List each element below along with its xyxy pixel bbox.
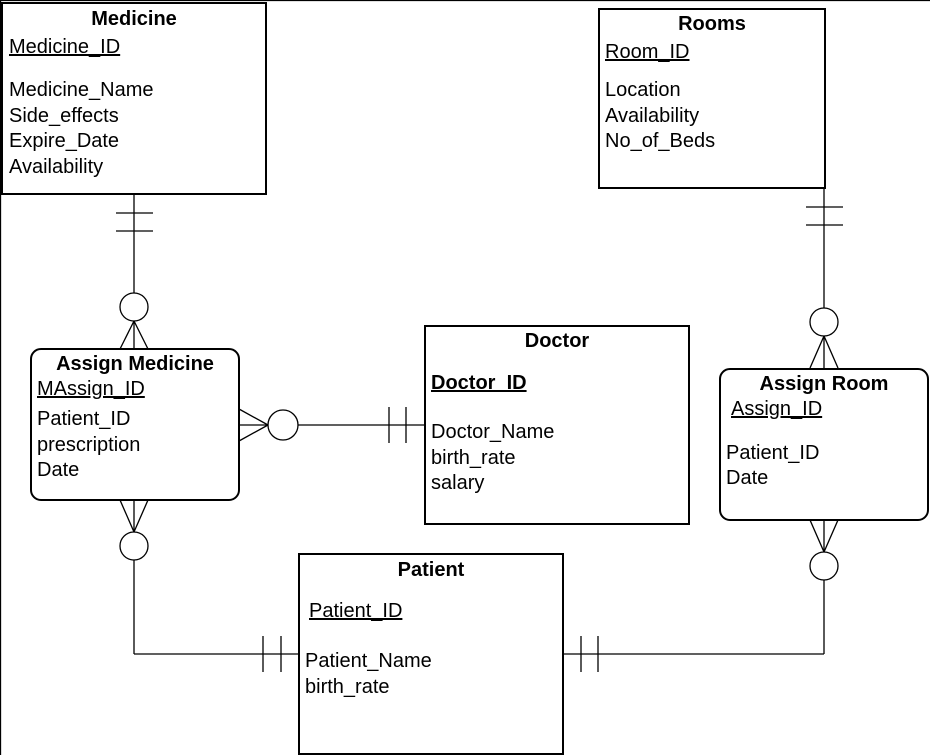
rooms-entity[interactable]: Rooms Room_ID Location Availability No_o… <box>598 8 826 189</box>
assign-room-crow-left <box>809 519 825 553</box>
rooms-attr: No_of_Beds <box>605 130 716 152</box>
patient-key: Patient_ID <box>309 600 403 622</box>
assign-room-entity[interactable]: Assign Room Assign_ID Patient_ID Date <box>719 368 929 521</box>
assign-medicine-attr: Date <box>37 459 80 481</box>
medicine-title: Medicine <box>91 8 177 30</box>
assign-room-bottom-circle <box>809 551 839 581</box>
medicine-attr: Side_effects <box>9 105 119 127</box>
assign-medicine-attr: Patient_ID <box>37 408 131 430</box>
doctor-title: Doctor <box>524 330 590 352</box>
medicine-key: Medicine_ID <box>9 36 121 58</box>
medicine-entity[interactable]: Medicine Medicine_ID Medicine_Name Side_… <box>1 2 267 195</box>
patient-title: Patient <box>397 559 465 581</box>
assign-medicine-key: MAssign_ID <box>37 378 145 400</box>
doctor-crow-top <box>238 408 269 426</box>
doctor-attr: salary <box>431 472 485 494</box>
rooms-crow-left <box>809 335 825 369</box>
rooms-attr: Availability <box>605 105 700 127</box>
assign-room-key: Assign_ID <box>731 398 823 420</box>
doctor-entity[interactable]: Doctor Doctor_ID Doctor_Name birth_rate … <box>424 325 690 525</box>
medicine-attr: Availability <box>9 156 104 178</box>
assign-room-title: Assign Room <box>759 373 889 395</box>
rooms-crow-right <box>823 335 839 369</box>
assign-medicine-crow-right <box>133 499 149 533</box>
medicine-crow-right <box>133 320 149 350</box>
rooms-title: Rooms <box>678 13 746 35</box>
assign-medicine-title: Assign Medicine <box>56 353 214 375</box>
patient-attr: Patient_Name <box>305 650 432 672</box>
patient-entity[interactable]: Patient Patient_ID Patient_Name birth_ra… <box>298 553 564 755</box>
assign-medicine-entity[interactable]: Assign Medicine MAssign_ID Patient_ID pr… <box>30 348 240 501</box>
rooms-zero-circle <box>809 307 839 337</box>
assign-medicine-crow-left <box>119 499 135 533</box>
medicine-attr: Medicine_Name <box>9 79 154 101</box>
assign-medicine-attr: prescription <box>37 434 141 456</box>
assign-room-crow-right <box>823 519 839 553</box>
doctor-zero-circle <box>267 409 299 441</box>
doctor-key: Doctor_ID <box>431 372 527 394</box>
assign-room-attr: Patient_ID <box>726 442 820 464</box>
patient-attr: birth_rate <box>305 676 390 698</box>
medicine-crow-left <box>119 320 135 350</box>
doctor-crow-bottom <box>238 424 269 442</box>
doctor-attr: birth_rate <box>431 447 516 469</box>
rooms-attr: Location <box>605 79 681 101</box>
assign-room-attr: Date <box>726 467 769 489</box>
medicine-attr: Expire_Date <box>9 130 120 152</box>
doctor-attr: Doctor_Name <box>431 421 555 443</box>
assign-medicine-bottom-circle <box>119 531 149 561</box>
rooms-key: Room_ID <box>605 41 690 63</box>
medicine-zero-circle <box>119 292 149 322</box>
